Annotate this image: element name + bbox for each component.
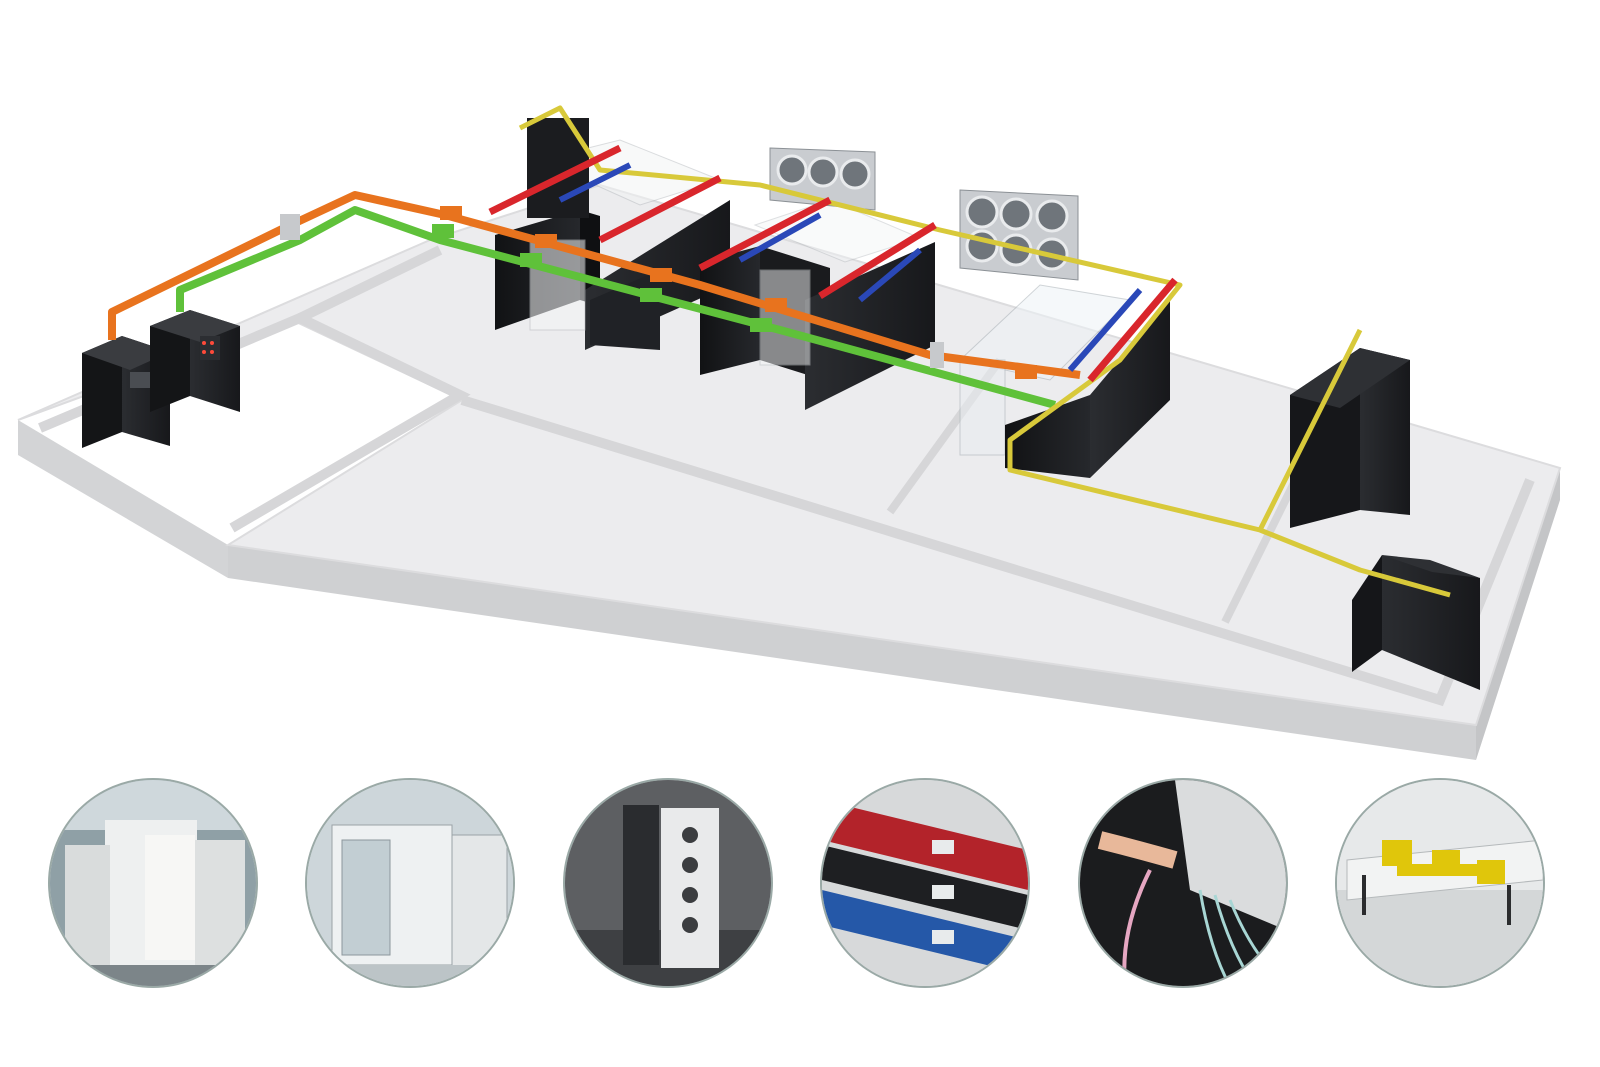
enclosed-aisle-photo-icon	[50, 780, 256, 986]
rack-pdu-red	[488, 144, 1178, 383]
cold-aisle-door-photo-icon	[307, 780, 513, 986]
thumb-intelligent-pdu[interactable]	[822, 780, 1028, 986]
fiber-patch-photo-icon	[1080, 780, 1286, 986]
dry-cooler-2	[959, 189, 1079, 281]
server-module-3	[958, 284, 1170, 478]
ups-cabinets	[1352, 555, 1480, 690]
power-distribution-cabinets	[82, 310, 240, 448]
cooling-unit-photo-icon	[565, 780, 771, 986]
thumb-cable-tray[interactable]	[1337, 780, 1543, 986]
thumb-in-row-cooling[interactable]	[565, 780, 771, 986]
thumb-containment-door[interactable]	[307, 780, 513, 986]
yellow-cable-tray-photo-icon	[1337, 780, 1543, 986]
rack-pdu-blue	[558, 162, 1143, 372]
pdu-strips-photo-icon	[822, 780, 1028, 986]
data-center-scene	[17, 105, 1562, 760]
tray-junction-boxes	[280, 206, 1037, 379]
product-thumbnails	[0, 780, 1600, 1020]
power-cable-b	[176, 206, 1057, 409]
thumb-fiber-cabling[interactable]	[1080, 780, 1286, 986]
network-cabinets	[1290, 348, 1410, 528]
power-cable-a	[108, 191, 1081, 379]
thumb-micro-module-aisle[interactable]	[50, 780, 256, 986]
